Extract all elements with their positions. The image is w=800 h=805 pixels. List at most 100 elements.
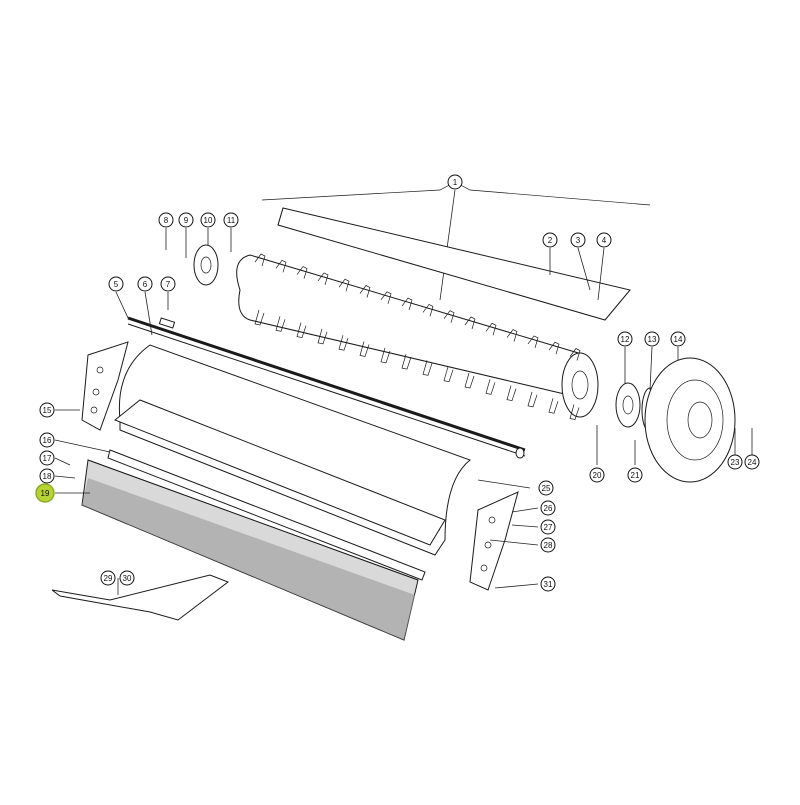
callout-25[interactable]: 25 [538, 480, 554, 496]
callout-30[interactable]: 30 [119, 570, 135, 586]
callout-circle [200, 212, 216, 228]
callout-24[interactable]: 24 [744, 454, 760, 470]
callout-label: 13 [648, 335, 657, 344]
callout-label: 16 [43, 436, 52, 445]
callout-20[interactable]: 20 [589, 467, 605, 483]
callout-label: 23 [731, 458, 740, 467]
callout-6[interactable]: 6 [137, 276, 153, 292]
callout-5[interactable]: 5 [108, 276, 124, 292]
callout-label: 4 [602, 236, 607, 245]
rotor-tine [380, 291, 392, 364]
callout-14[interactable]: 14 [670, 331, 686, 347]
drive-pulley [644, 357, 736, 483]
callout-26[interactable]: 26 [540, 500, 556, 516]
callout-23[interactable]: 23 [727, 454, 743, 470]
callout-label: 30 [123, 574, 132, 583]
rotor-tine [422, 303, 434, 376]
callout-31[interactable]: 31 [540, 576, 556, 592]
callout-label: 20 [593, 471, 602, 480]
callout-15[interactable]: 15 [39, 402, 55, 418]
callout-label: 28 [544, 541, 553, 550]
rotor-tine [464, 316, 476, 389]
drive-shaft [127, 316, 526, 459]
callout-9[interactable]: 9 [178, 212, 194, 228]
callout-circle [540, 519, 556, 535]
rotor-tine [548, 341, 560, 414]
callout-label: 29 [104, 574, 113, 583]
callout-label: 21 [631, 471, 640, 480]
callout-label: 26 [544, 504, 553, 513]
callout-13[interactable]: 13 [644, 331, 660, 347]
rotor-tine [401, 297, 413, 370]
callout-circle [39, 450, 55, 466]
rotor-tine [443, 310, 455, 383]
callout-circle [670, 331, 686, 347]
callout-3[interactable]: 3 [570, 232, 586, 248]
top-cover-plate [277, 207, 631, 321]
rotor-tine [275, 259, 287, 332]
callout-label: 18 [43, 472, 52, 481]
rotor-tine [296, 266, 308, 339]
callout-2[interactable]: 2 [542, 232, 558, 248]
callout-label: 24 [748, 458, 757, 467]
callout-circle [223, 212, 239, 228]
callout-28[interactable]: 28 [540, 537, 556, 553]
callout-label: 11 [227, 216, 236, 225]
callout-label: 5 [114, 280, 119, 289]
rotor-tine [317, 272, 329, 345]
callout-circle [100, 570, 116, 586]
callout-label: 7 [166, 280, 171, 289]
callout-1[interactable]: 1 [447, 174, 463, 190]
callout-circle [160, 276, 176, 292]
callout-4[interactable]: 4 [596, 232, 612, 248]
callout-label: 9 [184, 216, 189, 225]
callout-circle [447, 174, 463, 190]
callout-12[interactable]: 12 [617, 331, 633, 347]
callout-label: 10 [204, 216, 213, 225]
callout-circle [744, 454, 760, 470]
callout-27[interactable]: 27 [540, 519, 556, 535]
rotor-tine [254, 253, 266, 326]
callout-18[interactable]: 18 [39, 468, 55, 484]
brush-flap [81, 459, 419, 641]
callout-circle [627, 467, 643, 483]
rotor-tine [485, 322, 497, 395]
callout-circle [570, 232, 586, 248]
callout-16[interactable]: 16 [39, 432, 55, 448]
callout-circle [727, 454, 743, 470]
callout-circle [617, 331, 633, 347]
rotor-tine [338, 278, 350, 351]
bearing-flange-left [193, 244, 219, 286]
callout-label: 8 [164, 216, 169, 225]
callout-19[interactable]: 19 [35, 483, 55, 503]
callout-circle [540, 576, 556, 592]
rotor-tine [527, 335, 539, 408]
callout-circle [644, 331, 660, 347]
callout-29[interactable]: 29 [100, 570, 116, 586]
callout-10[interactable]: 10 [200, 212, 216, 228]
callout-circle [39, 402, 55, 418]
callout-label: 19 [41, 489, 50, 498]
callout-circle [35, 483, 55, 503]
callout-circle [589, 467, 605, 483]
callout-8[interactable]: 8 [158, 212, 174, 228]
bracket-arm [51, 574, 230, 621]
callout-7[interactable]: 7 [160, 276, 176, 292]
callout-11[interactable]: 11 [223, 212, 239, 228]
callout-21[interactable]: 21 [627, 467, 643, 483]
callout-label: 15 [43, 406, 52, 415]
trough-concave [114, 344, 472, 556]
rotor-tine [506, 329, 518, 402]
callout-circle [39, 432, 55, 448]
callout-circle [137, 276, 153, 292]
callout-circle [538, 480, 554, 496]
callout-circle [542, 232, 558, 248]
callout-circle [540, 537, 556, 553]
mounting-strip [107, 449, 426, 581]
callout-17[interactable]: 17 [39, 450, 55, 466]
rotor-drum [236, 253, 599, 420]
callout-label: 12 [621, 335, 630, 344]
left-side-plate [81, 341, 129, 431]
